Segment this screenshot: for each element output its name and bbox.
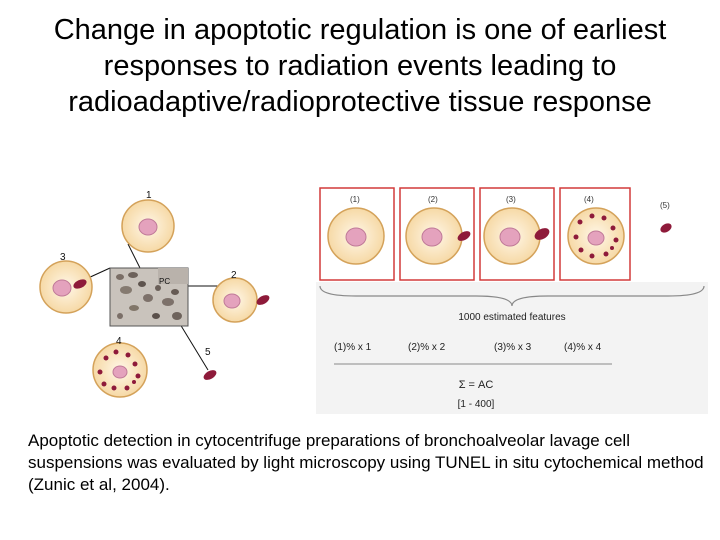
cell-label-1: 1 [146, 190, 152, 201]
cell-4 [92, 342, 148, 398]
counting-scheme: (1) (2) (3) (4) (5) [316, 187, 708, 414]
multiplier-3: (3)% x 3 [494, 342, 532, 353]
panel-2 [399, 187, 475, 281]
cell-label-5: 5 [205, 347, 211, 358]
cell-1 [121, 199, 175, 253]
multiplier-1: (1)% x 1 [334, 342, 372, 353]
caption: Apoptotic detection in cytocentrifuge pr… [28, 431, 704, 494]
panel-label-4: (4) [584, 195, 594, 204]
panel-3 [479, 187, 555, 281]
panel-5 [635, 187, 705, 281]
cell-label-4: 4 [116, 336, 122, 347]
panel-label-2: (2) [428, 195, 438, 204]
micrograph-image [109, 267, 189, 327]
range-label: [1 - 400] [458, 399, 495, 410]
cell-label-2: 2 [231, 270, 237, 281]
features-label: 1000 estimated features [458, 312, 565, 323]
slide-title: Change in apoptotic regulation is one of… [53, 14, 667, 118]
panel-1 [319, 187, 395, 281]
cell-2 [212, 277, 270, 323]
panel-label-1: (1) [350, 195, 360, 204]
apoptosis-cell-diagram: PC 1 3 2 4 5 [39, 190, 270, 398]
brace [319, 285, 705, 307]
panel-4 [559, 187, 631, 281]
multiplier-4: (4)% x 4 [564, 342, 602, 353]
apoptotic-body-5 [203, 370, 217, 380]
cell-3 [39, 260, 93, 314]
panel-label-3: (3) [506, 195, 516, 204]
sum-label: Σ = AC [459, 379, 494, 391]
micrograph-label: PC [159, 277, 170, 286]
multiplier-2: (2)% x 2 [408, 342, 446, 353]
panel-label-5: (5) [660, 201, 670, 210]
cell-label-3: 3 [60, 252, 66, 263]
